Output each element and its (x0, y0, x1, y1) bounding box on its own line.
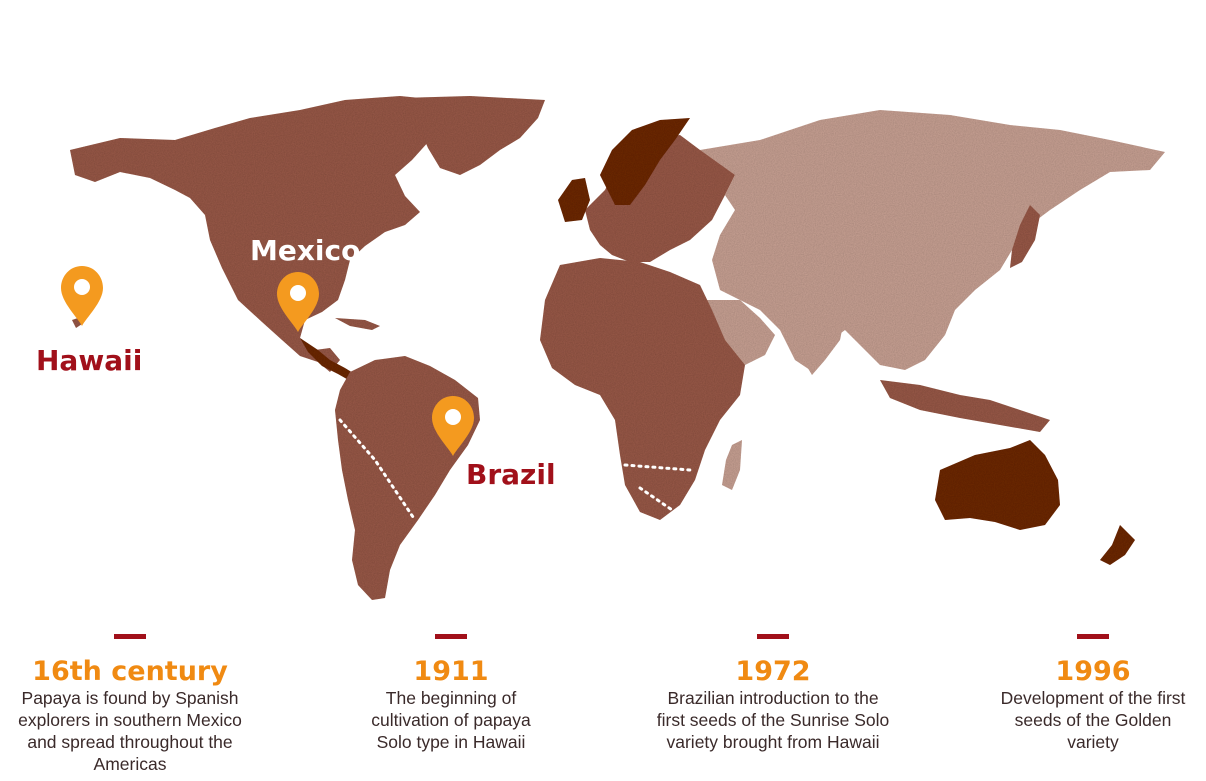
south-america-dotted-line (338, 418, 417, 522)
pin-hole (290, 285, 306, 301)
australia (935, 440, 1060, 530)
greenland (400, 96, 545, 175)
timeline-year: 16th century (32, 656, 228, 687)
location-label-brazil: Brazil (466, 458, 556, 491)
timeline-description: Brazilian introduction to the first seed… (656, 688, 890, 752)
japan (1010, 205, 1040, 268)
british-isles (558, 178, 590, 222)
new-zealand (1100, 525, 1135, 565)
timeline-description: Development of the first seeds of the Go… (1000, 688, 1186, 752)
timeline-tick (435, 634, 467, 639)
africa-dotted-line-south (638, 486, 677, 514)
caribbean (335, 318, 380, 330)
location-pin-icon (61, 266, 103, 326)
scandinavia (600, 118, 690, 205)
timeline-item: 16th century Papaya is found by Spanish … (0, 634, 260, 775)
timeline-year: 1972 (735, 656, 811, 687)
mexico-pin[interactable] (277, 272, 319, 332)
timeline-description: The beginning of cultivation of papaya S… (371, 688, 531, 752)
timeline-tick (114, 634, 146, 639)
hawaii-pin[interactable] (61, 266, 103, 326)
brazil-pin[interactable] (432, 396, 474, 456)
central-america (300, 338, 358, 382)
timeline-description: Papaya is found by Spanish explorers in … (18, 688, 242, 774)
timeline-tick (1077, 634, 1109, 639)
world-map (61, 96, 1165, 600)
timeline-year: 1996 (1055, 656, 1131, 687)
timeline-tick (757, 634, 789, 639)
southeast-asia-islands (880, 380, 1050, 432)
pin-hole (74, 279, 90, 295)
madagascar (722, 440, 742, 490)
pin-hole (445, 409, 461, 425)
north-america (70, 96, 470, 372)
indian-subcontinent (790, 300, 845, 375)
timeline-item: 1972 Brazilian introduction to the first… (633, 634, 913, 753)
timeline-item: 1911 The beginning of cultivation of pap… (331, 634, 571, 753)
south-america (335, 356, 480, 600)
dotted-routes (338, 418, 692, 522)
arabian-peninsula (700, 300, 775, 365)
africa (540, 258, 745, 520)
timeline-item: 1996 Development of the first seeds of t… (983, 634, 1203, 753)
location-label-hawaii: Hawaii (36, 344, 143, 377)
location-pin-icon (432, 396, 474, 456)
location-label-mexico: Mexico (250, 234, 361, 267)
timeline-year: 1911 (413, 656, 489, 687)
location-pin-icon (277, 272, 319, 332)
